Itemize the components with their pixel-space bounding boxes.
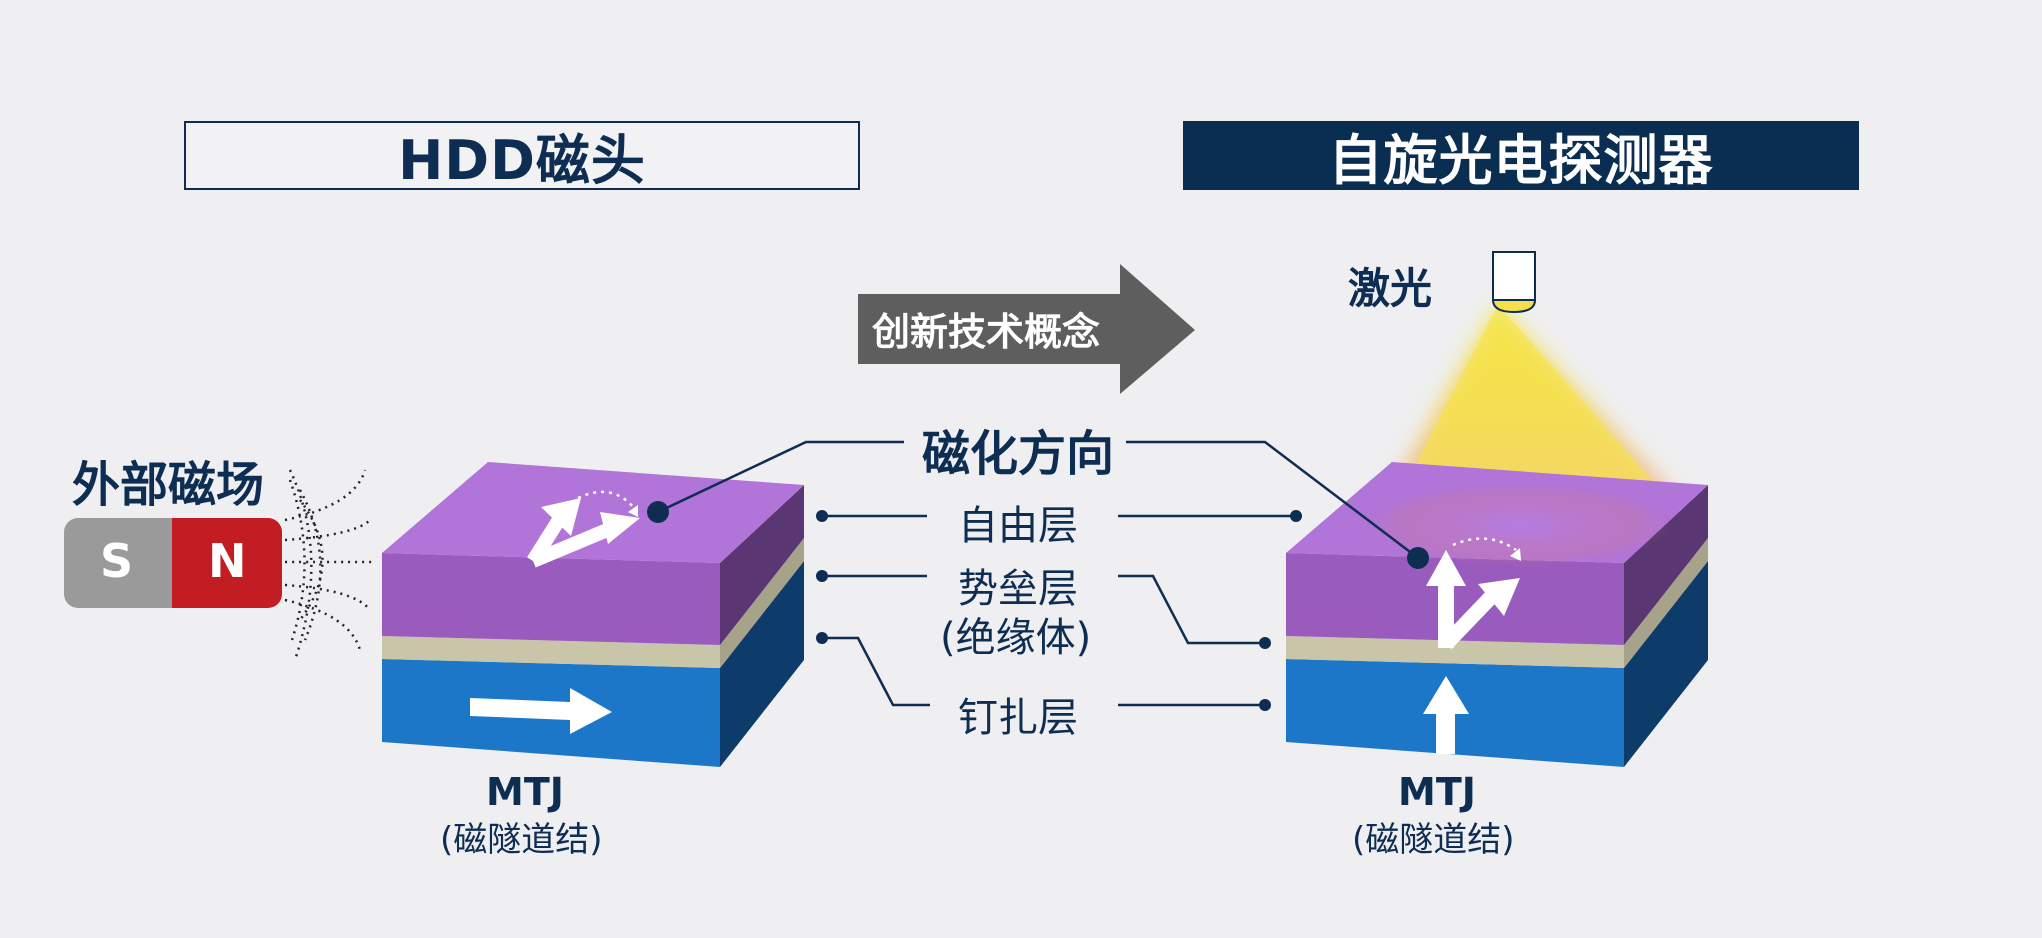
- mtj-left-full-name: (磁隧道结): [440, 820, 603, 860]
- leader-lines: [657, 440, 1419, 707]
- laser-spot: [1370, 485, 1670, 565]
- concept-arrow-label: 创新技术概念: [872, 310, 1101, 354]
- laser-beam: [1385, 305, 1680, 500]
- mtj-right-name: MTJ: [1398, 770, 1476, 814]
- barrier-layer-insulator-label: (绝缘体): [940, 615, 1092, 661]
- barrier-layer-label: 势垒层: [958, 566, 1078, 612]
- magnet-north-label: N: [208, 534, 247, 588]
- mtj-left-top: [382, 462, 804, 563]
- mtj-left-free-magnetization-arrows: [527, 490, 640, 568]
- concept-arrow: [858, 264, 1195, 394]
- leader-dots: [647, 501, 1429, 711]
- mtj-right-pinned-arrow-icon: [1423, 676, 1469, 754]
- mtj-right-full-name: (磁隧道结): [1352, 820, 1515, 860]
- mtj-left-pinned-arrow-icon: [470, 688, 612, 734]
- bar-magnet: [64, 518, 282, 608]
- mtj-right-barrier-front: [1286, 636, 1624, 668]
- laser-label: 激光: [1348, 264, 1433, 313]
- free-layer-label: 自由层: [958, 503, 1078, 549]
- field-lines: [284, 469, 372, 661]
- mtj-left-free-front: [382, 553, 720, 645]
- mtj-right: [1286, 462, 1708, 767]
- spin-photodetector-title: 自旋光电探测器: [1183, 121, 1859, 192]
- mtj-left-name: MTJ: [486, 770, 564, 814]
- mtj-right-free-front: [1286, 553, 1624, 645]
- magnet-south-label: S: [100, 534, 134, 588]
- magnetization-direction-label: 磁化方向: [922, 426, 1115, 482]
- mtj-left-barrier-front: [382, 636, 720, 668]
- mtj-right-free-magnetization-arrows: [1426, 537, 1521, 650]
- laser-source-icon: [1491, 251, 1537, 314]
- pinned-layer-label: 钉扎层: [958, 695, 1078, 741]
- magnet-south-pole: [64, 518, 174, 608]
- hdd-head-title: HDD磁头: [184, 121, 860, 192]
- external-field-label: 外部磁场: [72, 457, 265, 513]
